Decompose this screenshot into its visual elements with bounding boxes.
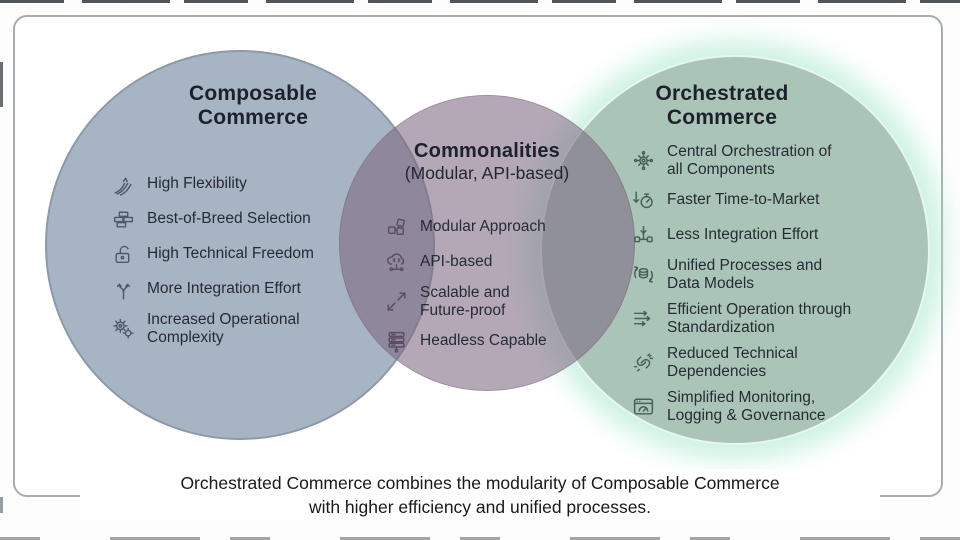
- item-label: More Integration Effort: [147, 280, 301, 298]
- list-item: Increased Operational Complexity: [110, 311, 356, 346]
- top-dashed-edge: [0, 0, 960, 3]
- item-label: Reduced Technical Dependencies: [667, 345, 798, 380]
- list-item: Modular Approach: [383, 214, 598, 240]
- item-label: High Technical Freedom: [147, 245, 314, 263]
- list-item: High Technical Freedom: [110, 241, 356, 267]
- item-label: Faster Time-to-Market: [667, 191, 820, 209]
- list-item: More Integration Effort: [110, 276, 356, 302]
- gears-icon: [110, 316, 136, 342]
- orchestrated-commerce-title: Orchestrated Commerce: [655, 82, 789, 129]
- branch-icon: [110, 276, 136, 302]
- item-label: Scalable and Future-proof: [420, 284, 510, 319]
- list-item: API-based: [383, 249, 598, 275]
- bottom-dashed-edge: [0, 537, 960, 540]
- list-item: Scalable and Future-proof: [383, 284, 598, 319]
- hub-icon: [630, 148, 656, 174]
- item-label: Headless Capable: [420, 332, 547, 350]
- item-label: Best-of-Breed Selection: [147, 210, 311, 228]
- list-item: Headless Capable: [383, 328, 598, 354]
- list-item: Efficient Operation through Standardizat…: [630, 301, 898, 336]
- flex-icon: [110, 171, 136, 197]
- server-icon: [383, 328, 409, 354]
- item-label: Efficient Operation through Standardizat…: [667, 301, 852, 336]
- item-label: Less Integration Effort: [667, 226, 819, 244]
- item-label: High Flexibility: [147, 175, 247, 193]
- commonalities-circle: [339, 95, 635, 391]
- list-item: High Flexibility: [110, 171, 356, 197]
- bricks-icon: [110, 206, 136, 232]
- list-item: Central Orchestration of all Components: [630, 143, 898, 178]
- item-label: API-based: [420, 253, 493, 271]
- monitor-gauge-icon: [630, 394, 656, 420]
- item-label: Modular Approach: [420, 218, 546, 236]
- cloud-code-icon: [383, 249, 409, 275]
- list-item: Simplified Monitoring, Logging & Governa…: [630, 389, 898, 424]
- timer-down-icon: [630, 187, 656, 213]
- arrows-right-icon: [630, 306, 656, 332]
- commonalities-title: Commonalities: [414, 140, 560, 162]
- arrow-nodes-icon: [630, 222, 656, 248]
- commonalities-subtitle: (Modular, API-based): [404, 163, 570, 184]
- list-item: Less Integration Effort: [630, 222, 898, 248]
- list-item: Reduced Technical Dependencies: [630, 345, 898, 380]
- summary-caption: Orchestrated Commerce combines the modul…: [80, 469, 880, 520]
- item-label: Simplified Monitoring, Logging & Governa…: [667, 389, 826, 424]
- scale-icon: [383, 289, 409, 315]
- item-label: Increased Operational Complexity: [147, 311, 300, 346]
- composable-commerce-title: Composable Commerce: [188, 82, 318, 129]
- item-label: Central Orchestration of all Components: [667, 143, 832, 178]
- modules-icon: [383, 214, 409, 240]
- broken-link-icon: [630, 350, 656, 376]
- db-sync-icon: [630, 262, 656, 288]
- left-edge-artifact: [0, 497, 3, 513]
- left-edge-artifact: [0, 62, 3, 107]
- list-item: Unified Processes and Data Models: [630, 257, 898, 292]
- item-label: Unified Processes and Data Models: [667, 257, 823, 292]
- list-item: Best-of-Breed Selection: [110, 206, 356, 232]
- list-item: Faster Time-to-Market: [630, 187, 898, 213]
- unlock-icon: [110, 241, 136, 267]
